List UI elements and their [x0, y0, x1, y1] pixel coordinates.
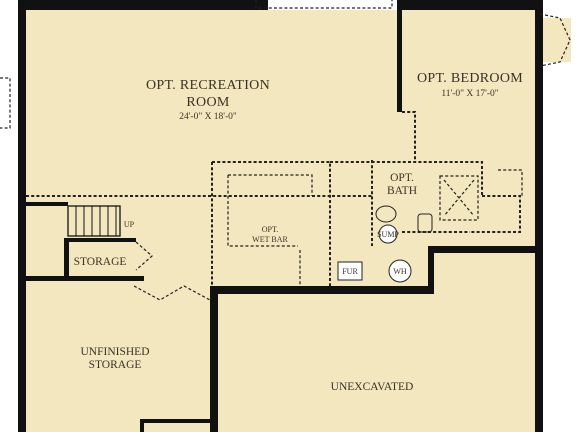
- floor-area: [24, 10, 538, 432]
- west-window: [0, 77, 11, 129]
- unexcavated-top-wall: [210, 286, 434, 294]
- wet-bar-counter: [227, 175, 298, 247]
- sump-icon: [378, 224, 398, 244]
- bath-label-line1: OPT.: [390, 172, 414, 184]
- recreation-room-name-line1: OPT. RECREATION: [146, 78, 270, 93]
- bedroom-dims: 11'-0" X 17'-0": [441, 89, 498, 99]
- bottom-jog-post: [140, 419, 144, 432]
- storage-label: STORAGE: [74, 256, 127, 268]
- storage-door-swing: [133, 285, 211, 301]
- bath-south-upper: [330, 161, 483, 196]
- recreation-room-dims: 24'-0" X 18'-0": [179, 112, 237, 122]
- sump-label: SUMP: [377, 230, 399, 239]
- west-wall: [18, 0, 26, 432]
- mechanical: FUR WH: [337, 259, 412, 283]
- unexcavated-top-wall-right: [428, 246, 538, 253]
- wet-bar-counter-top: [228, 174, 313, 196]
- bedroom-name: OPT. BEDROOM: [417, 71, 523, 86]
- unexcavated-west-wall: [210, 286, 218, 432]
- unfinished-storage-line1: UNFINISHED: [81, 346, 150, 358]
- furnace-label: FUR: [342, 267, 358, 276]
- wet-bar-label-line1: OPT.: [262, 225, 279, 234]
- furnace-icon: [337, 261, 363, 281]
- bay-windows: [0, 0, 571, 129]
- optional-walls: [26, 111, 523, 301]
- stair: UP: [67, 205, 135, 237]
- water-heater-label: WH: [393, 267, 407, 276]
- shower-drain-x: [443, 179, 475, 217]
- bottom-jog-wall: [140, 419, 210, 423]
- east-bay-window: [539, 13, 571, 67]
- stair-top-wall: [26, 202, 68, 206]
- recreation-room-name-line2: ROOM: [186, 95, 229, 110]
- north-window-frame: [255, 0, 393, 9]
- bath-label-line2: BATH: [387, 185, 417, 197]
- toilet-icon: [375, 205, 397, 223]
- stair-up-label: UP: [124, 220, 135, 229]
- bath-north-wall: [402, 111, 416, 160]
- closet-door-arc: [498, 169, 523, 196]
- unexcavated-step-wall: [428, 246, 434, 292]
- unexcavated-label: UNEXCAVATED: [331, 381, 414, 393]
- sink-icon: [417, 213, 433, 233]
- rec-bedroom-wall: [397, 0, 402, 112]
- storage-left-wall: [64, 238, 69, 278]
- bath-fixtures: SUMP: [375, 205, 433, 244]
- room-labels: OPT. RECREATION ROOM 24'-0" X 18'-0" OPT…: [74, 71, 523, 393]
- water-heater-icon: [388, 259, 412, 283]
- east-wall: [535, 0, 543, 432]
- walls: [18, 0, 543, 432]
- north-wall-right: [398, 0, 540, 10]
- north-wall-left: [18, 0, 268, 10]
- closet-wall: [470, 195, 521, 233]
- storage-door-notch: [135, 241, 153, 271]
- storage-bottom-wall: [26, 276, 144, 281]
- wet-bar-label-line2: WET BAR: [252, 235, 288, 244]
- wet-bar-east: [212, 161, 331, 286]
- unfinished-storage-line2: STORAGE: [89, 359, 142, 371]
- storage-top-wall: [64, 238, 136, 242]
